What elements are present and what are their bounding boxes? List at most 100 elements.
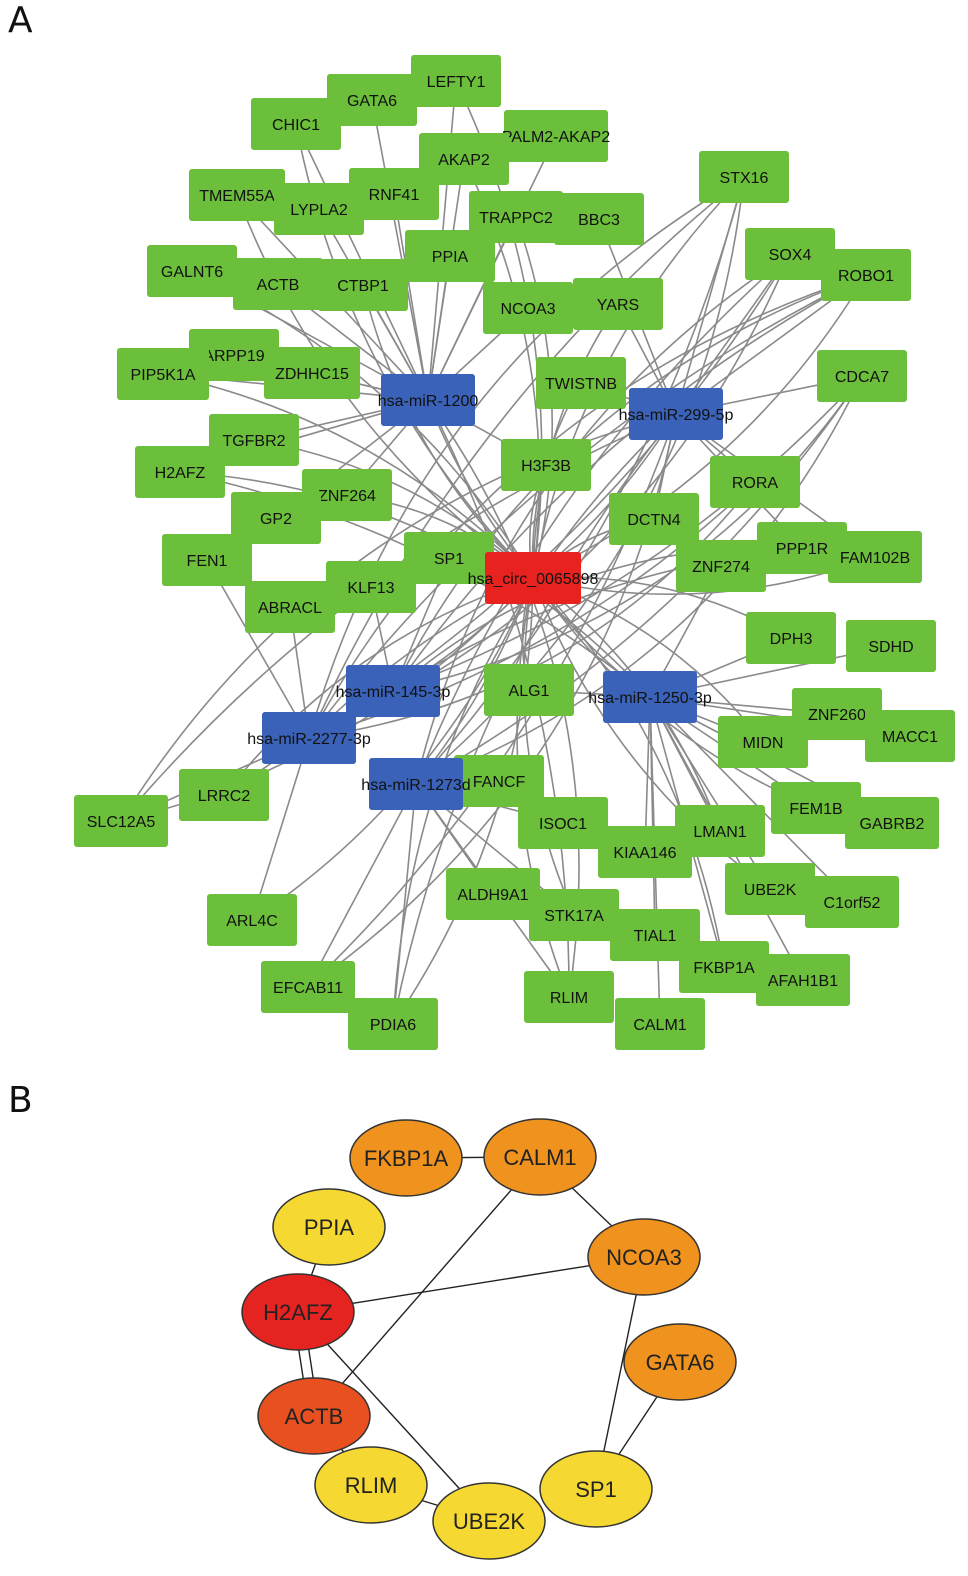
node-box-gp2 bbox=[231, 492, 321, 544]
node-b-label-fkbp1a: FKBP1A bbox=[364, 1146, 449, 1171]
node-box-dctn4 bbox=[609, 493, 699, 545]
node-aldh9a1: ALDH9A1 bbox=[446, 868, 540, 920]
panel-label-b: B bbox=[8, 1080, 33, 1121]
node-box-kiaa146 bbox=[598, 826, 692, 878]
node-label-rora: RORA bbox=[732, 475, 779, 492]
node-fam102b: FAM102B bbox=[828, 531, 922, 583]
node-box-tgfbr2 bbox=[209, 414, 299, 466]
node-trappc2: TRAPPC2 bbox=[469, 191, 563, 243]
node-b-ellipse-ppia bbox=[272, 1188, 386, 1266]
node-c1orf52: C1orf52 bbox=[805, 876, 899, 928]
node-label-actb: ACTB bbox=[257, 277, 300, 294]
node-pip5k1a: PIP5K1A bbox=[117, 348, 209, 400]
node-akap2: AKAP2 bbox=[419, 133, 509, 185]
node-box-tmem55a bbox=[189, 169, 285, 221]
node-label-arl4c: ARL4C bbox=[226, 913, 278, 930]
node-bbc3: BBC3 bbox=[554, 193, 644, 245]
node-stx16: STX16 bbox=[699, 151, 789, 203]
node-label-sp1: SP1 bbox=[434, 551, 464, 568]
node-box-sdhd bbox=[846, 620, 936, 672]
node-arl4c: ARL4C bbox=[207, 894, 297, 946]
node-znf274: ZNF274 bbox=[676, 540, 766, 592]
node-sp1: SP1 bbox=[404, 532, 494, 584]
node-sdhd: SDHD bbox=[846, 620, 936, 672]
node-label-bbc3: BBC3 bbox=[578, 212, 620, 229]
node-label-rlim: RLIM bbox=[550, 990, 588, 1007]
node-fem1b: FEM1B bbox=[771, 782, 861, 834]
node-box-ube2k bbox=[725, 863, 815, 915]
node-label-palm2-akap2: PALM2-AKAP2 bbox=[502, 129, 610, 146]
node-box-fkbp1a bbox=[679, 941, 769, 993]
node-label-cdca7: CDCA7 bbox=[835, 369, 889, 386]
node-rnf41: RNF41 bbox=[349, 168, 439, 220]
node-abracl: ABRACL bbox=[245, 581, 335, 633]
node-box-lman1 bbox=[675, 805, 765, 857]
node-label-rnf41: RNF41 bbox=[369, 187, 420, 204]
node-box-c1orf52 bbox=[805, 876, 899, 928]
node-palm2-akap2: PALM2-AKAP2 bbox=[502, 110, 610, 162]
node-b-label-ube2k: UBE2K bbox=[453, 1509, 525, 1534]
node-box-trappc2 bbox=[469, 191, 563, 243]
node-label-kiaa146: KIAA146 bbox=[613, 845, 676, 862]
node-box-twistnb bbox=[536, 357, 626, 409]
node-label-znf274: ZNF274 bbox=[692, 559, 750, 576]
node-box-efcab11 bbox=[261, 961, 355, 1013]
network-a-edge-hsa-mir-1273d-cdca7 bbox=[415, 375, 863, 785]
node-box-stk17a bbox=[529, 889, 619, 941]
node-robo1: ROBO1 bbox=[821, 249, 911, 301]
node-label-hsa-circ-0065898: hsa_circ_0065898 bbox=[468, 571, 599, 588]
node-macc1: MACC1 bbox=[865, 710, 955, 762]
node-box-fem1b bbox=[771, 782, 861, 834]
node-box-palm2-akap2 bbox=[504, 110, 608, 162]
node-label-fancf: FANCF bbox=[473, 774, 526, 791]
node-h3f3b: H3F3B bbox=[501, 439, 591, 491]
node-box-zdhhc15 bbox=[264, 347, 360, 399]
node-label-lman1: LMAN1 bbox=[693, 824, 746, 841]
node-box-robo1 bbox=[821, 249, 911, 301]
node-box-ctbp1 bbox=[318, 259, 408, 311]
node-label-pip5k1a: PIP5K1A bbox=[131, 367, 196, 384]
node-box-midn bbox=[718, 716, 808, 768]
node-label-calm1: CALM1 bbox=[633, 1017, 686, 1034]
node-label-h3f3b: H3F3B bbox=[521, 458, 571, 475]
node-b-label-sp1: SP1 bbox=[575, 1477, 617, 1502]
node-b-ellipse-fkbp1a bbox=[349, 1119, 463, 1197]
node-klf13: KLF13 bbox=[326, 561, 416, 613]
node-dctn4: DCTN4 bbox=[609, 493, 699, 545]
node-box-hsa-circ-0065898 bbox=[485, 552, 581, 604]
node-midn: MIDN bbox=[718, 716, 808, 768]
node-label-robo1: ROBO1 bbox=[838, 268, 894, 285]
node-cdca7: CDCA7 bbox=[817, 350, 907, 402]
node-rlim: RLIM bbox=[524, 971, 614, 1023]
node-box-gabrb2 bbox=[845, 797, 939, 849]
node-label-fkbp1a: FKBP1A bbox=[693, 960, 755, 977]
node-box-ppia bbox=[405, 230, 495, 282]
node-b-label-actb: ACTB bbox=[285, 1404, 344, 1429]
node-actb: ACTB bbox=[233, 258, 323, 310]
node-label-pdia6: PDIA6 bbox=[370, 1017, 416, 1034]
node-b-ppia: PPIA bbox=[272, 1188, 386, 1266]
node-b-gata6: GATA6 bbox=[623, 1323, 737, 1401]
node-label-ncoa3: NCOA3 bbox=[500, 301, 555, 318]
node-box-rora bbox=[710, 456, 800, 508]
node-box-chic1 bbox=[251, 98, 341, 150]
node-box-hsa-mir-2277-3p bbox=[262, 712, 356, 764]
node-b-label-ncoa3: NCOA3 bbox=[606, 1245, 682, 1270]
node-gp2: GP2 bbox=[231, 492, 321, 544]
node-label-stk17a: STK17A bbox=[544, 908, 604, 925]
node-hsa-mir-2277-3p: hsa-miR-2277-3p bbox=[247, 712, 371, 764]
node-isoc1: ISOC1 bbox=[518, 797, 608, 849]
node-box-hsa-mir-1250-3p bbox=[603, 671, 697, 723]
node-label-hsa-mir-145-3p: hsa-miR-145-3p bbox=[336, 684, 451, 701]
node-pdia6: PDIA6 bbox=[348, 998, 438, 1050]
node-box-stx16 bbox=[699, 151, 789, 203]
node-b-actb: ACTB bbox=[257, 1377, 371, 1455]
node-ctbp1: CTBP1 bbox=[318, 259, 408, 311]
node-label-stx16: STX16 bbox=[720, 170, 769, 187]
node-dph3: DPH3 bbox=[746, 612, 836, 664]
node-b-label-h2afz: H2AFZ bbox=[263, 1300, 333, 1325]
node-label-aldh9a1: ALDH9A1 bbox=[457, 887, 528, 904]
node-box-hsa-mir-1200 bbox=[381, 374, 475, 426]
node-b-label-calm1: CALM1 bbox=[503, 1145, 576, 1170]
node-b-ellipse-ncoa3 bbox=[587, 1218, 701, 1296]
